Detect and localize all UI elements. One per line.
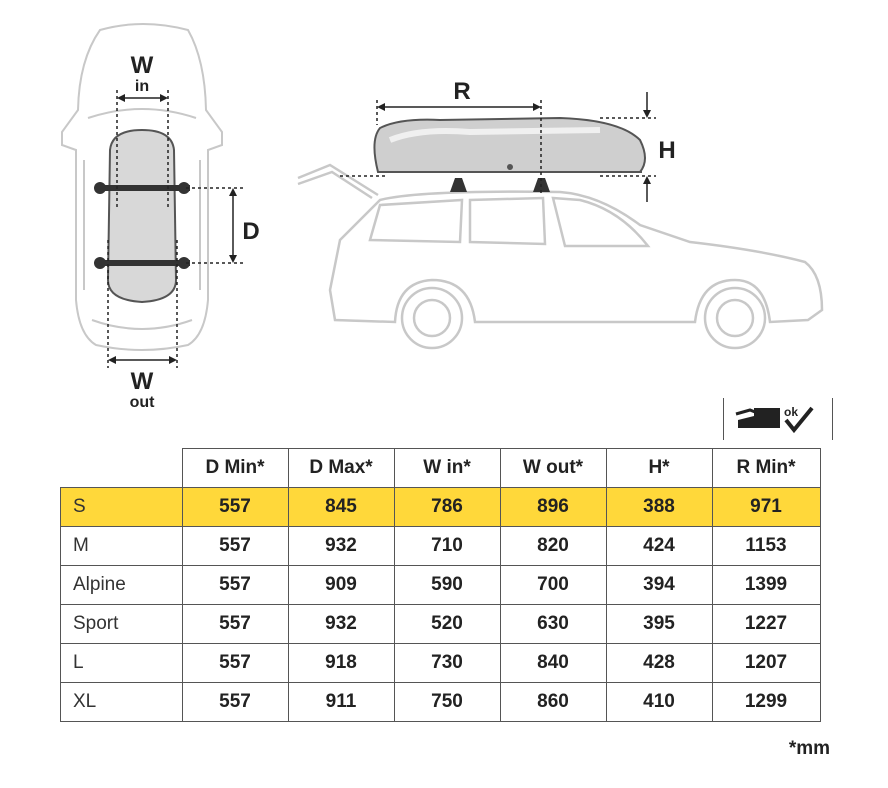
model-name: Alpine — [60, 565, 183, 605]
r-min-cell: 1227 — [711, 604, 821, 644]
header-w-out: W out* — [499, 448, 607, 488]
d-max-cell: 918 — [287, 643, 395, 683]
d-min-cell: 557 — [181, 643, 289, 683]
r-label: R — [453, 78, 471, 105]
header-r-min: R Min* — [711, 448, 821, 488]
d-min-cell: 557 — [181, 565, 289, 605]
d-max-cell: 932 — [287, 604, 395, 644]
w-out-cell: 820 — [499, 526, 607, 566]
w-out-sub-label: out — [129, 394, 155, 411]
model-name: M — [60, 526, 183, 566]
d-max-cell: 909 — [287, 565, 395, 605]
w-in-cell: 520 — [393, 604, 501, 644]
h-cell: 410 — [605, 682, 713, 722]
r-min-cell: 971 — [711, 487, 821, 527]
model-name: XL — [60, 682, 183, 722]
w-out-cell: 840 — [499, 643, 607, 683]
d-max-cell: 932 — [287, 526, 395, 566]
w-out-dimension — [107, 240, 178, 368]
rmin-icon-box: ok — [723, 398, 833, 440]
h-dimension — [600, 92, 656, 202]
w-in-cell: 786 — [393, 487, 501, 527]
h-cell: 394 — [605, 565, 713, 605]
h-cell: 388 — [605, 487, 713, 527]
table-header-corner — [60, 448, 183, 488]
r-dimension — [340, 100, 542, 195]
car-side-view — [297, 163, 824, 350]
r-min-cell: 1399 — [711, 565, 821, 605]
d-min-cell: 557 — [181, 682, 289, 722]
unit-note: *mm — [788, 738, 830, 759]
header-d-min: D Min* — [181, 448, 289, 488]
h-cell: 395 — [605, 604, 713, 644]
w-out-cell: 700 — [499, 565, 607, 605]
w-in-dimension — [116, 90, 169, 210]
table-header-row: D Min* D Max* W in* W out* H* R Min* — [60, 448, 821, 488]
d-max-cell: 845 — [287, 487, 395, 527]
table-row: Alpine 557 909 590 700 394 1399 — [60, 565, 821, 605]
specs-table: D Min* D Max* W in* W out* H* R Min* S 5… — [60, 448, 821, 722]
w-in-cell: 590 — [393, 565, 501, 605]
table-row: M 557 932 710 820 424 1153 — [60, 526, 821, 566]
r-min-cell: 1207 — [711, 643, 821, 683]
car-top-view — [61, 23, 223, 351]
dimension-diagram: W in D W out R H — [61, 23, 824, 411]
table-row: L 557 918 730 840 428 1207 — [60, 643, 821, 683]
w-in-sub-label: in — [134, 78, 150, 95]
header-d-max: D Max* — [287, 448, 395, 488]
h-cell: 424 — [605, 526, 713, 566]
r-min-cell: 1153 — [711, 526, 821, 566]
d-min-cell: 557 — [181, 526, 289, 566]
model-name: Sport — [60, 604, 183, 644]
car-trunk-ok-icon: ok — [735, 405, 814, 434]
roof-box-side-view — [373, 116, 646, 192]
table-row: XL 557 911 750 860 410 1299 — [60, 682, 821, 722]
d-min-cell: 557 — [181, 487, 289, 527]
w-in-cell: 710 — [393, 526, 501, 566]
header-w-in: W in* — [393, 448, 501, 488]
w-out-cell: 896 — [499, 487, 607, 527]
header-h: H* — [605, 448, 713, 488]
roof-box-top-view — [94, 128, 190, 304]
w-in-label: W — [130, 52, 154, 79]
model-name: S — [60, 487, 183, 527]
table-row: S 557 845 786 896 388 971 — [60, 487, 821, 527]
w-in-cell: 750 — [393, 682, 501, 722]
w-out-label: W — [130, 368, 154, 395]
d-min-cell: 557 — [181, 604, 289, 644]
h-label: H — [658, 137, 676, 164]
model-name: L — [60, 643, 183, 683]
w-in-cell: 730 — [393, 643, 501, 683]
d-max-cell: 911 — [287, 682, 395, 722]
ok-label: ok — [784, 405, 798, 419]
d-label: D — [242, 218, 260, 245]
d-dimension — [186, 187, 246, 264]
r-min-cell: 1299 — [711, 682, 821, 722]
h-cell: 428 — [605, 643, 713, 683]
w-out-cell: 860 — [499, 682, 607, 722]
w-out-cell: 630 — [499, 604, 607, 644]
table-row: Sport 557 932 520 630 395 1227 — [60, 604, 821, 644]
